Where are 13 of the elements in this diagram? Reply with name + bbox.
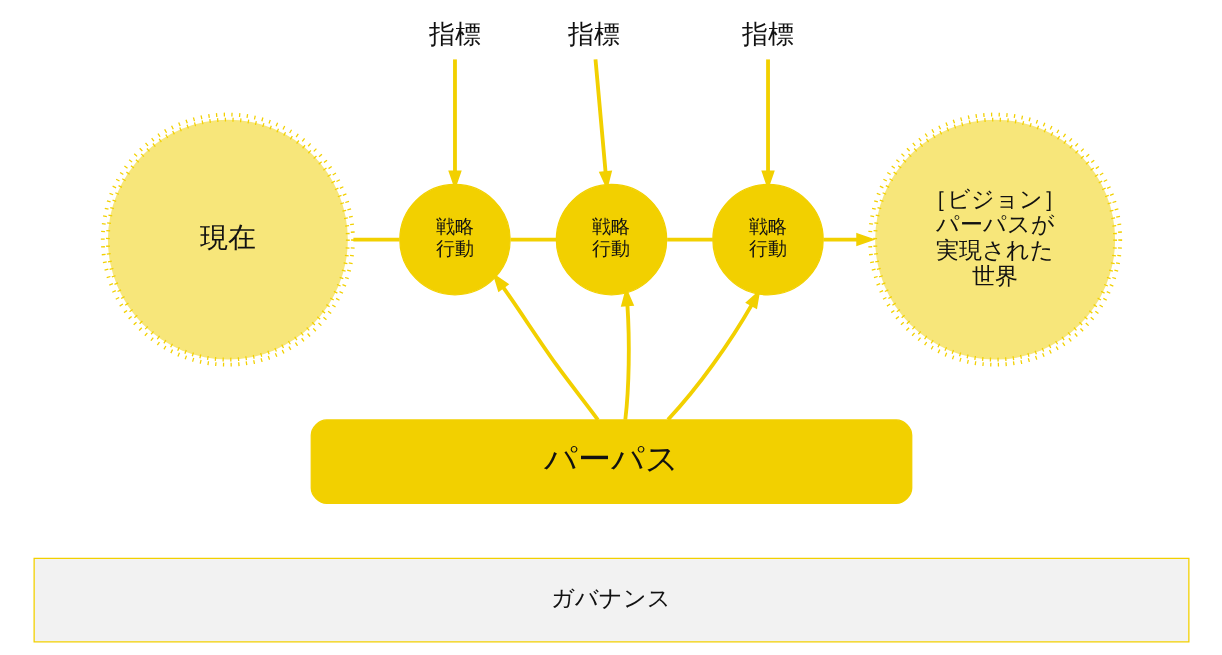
node-circle: 戦略行動 (711, 183, 824, 296)
connector (666, 237, 713, 242)
node-circle: 戦略行動 (555, 183, 667, 296)
connector (352, 237, 399, 242)
node-text: 指標 (428, 18, 481, 49)
node-box: パーパス (310, 419, 912, 504)
node-text: 指標 (567, 18, 620, 49)
connector (510, 237, 556, 242)
node-circle: 現在 (100, 112, 355, 367)
node-circle: ［ビジョン］ パーパスが実現された世界 (867, 112, 1122, 367)
arrow (822, 232, 876, 247)
node-text: 指標 (741, 18, 794, 49)
node-box: ガバナンス (33, 557, 1189, 643)
